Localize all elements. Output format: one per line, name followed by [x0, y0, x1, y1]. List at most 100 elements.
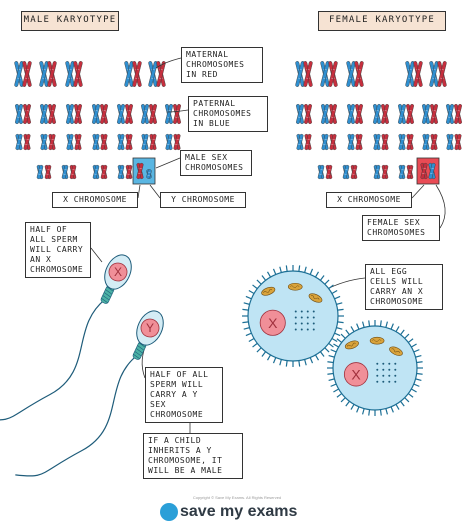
egg-cell-1: X [242, 265, 344, 367]
female-pair-r3-5-paternal [398, 133, 406, 151]
brand-logo-icon [160, 503, 178, 521]
female-pair-r2-3-maternal [355, 104, 363, 124]
male-sex-connector [155, 157, 181, 169]
male-y-chromosome-label: Y CHROMOSOME [160, 192, 246, 208]
sperm-y-callout: HALF OF ALL SPERM WILL CARRY A Y SEX CHR… [145, 367, 223, 423]
male-pair-r4-4-paternal [117, 164, 125, 180]
egg-cell-2-mitochondrion-2 [369, 336, 385, 345]
male-pair-r3-2-maternal [48, 133, 56, 151]
female-pair-r2-2-maternal [329, 104, 337, 124]
egg-cell-1-mitochondrion-1 [261, 286, 276, 296]
male-pair-r3-3-paternal [66, 133, 74, 151]
male-pair-r3-6-maternal [149, 133, 157, 151]
female-pair-r2-4-paternal [373, 104, 381, 124]
egg-cell-1-nucleus [259, 309, 286, 336]
male-pair-r2-2-maternal [48, 104, 56, 124]
female-pair-r2-6-maternal [430, 104, 438, 124]
sperm-x-callout: HALF OF ALL SPERM WILL CARRY AN X CHROMO… [25, 222, 91, 278]
male-pair-r1-2-maternal [47, 61, 57, 87]
male-pair-r1-2-paternal [39, 61, 49, 87]
brand-name: save my exams [180, 503, 298, 520]
male-pair-r2-6-paternal [141, 104, 149, 124]
female-pair-r3-1-paternal [296, 133, 304, 151]
male-pair-r2-5-paternal [117, 104, 125, 124]
female-pair-r1-1-paternal [295, 61, 305, 87]
female-pair-r3-1-maternal [304, 133, 312, 151]
female-pair-r1-5-maternal [437, 61, 447, 87]
female-pair-r4-1-maternal [325, 164, 333, 180]
male-pair-r3-6-paternal [141, 133, 149, 151]
male-pair-r2-1-maternal [23, 104, 31, 124]
female-pair-r2-2-paternal [321, 104, 329, 124]
female-x-chromosome-paternal [428, 162, 436, 180]
chromosome-layer [14, 61, 462, 185]
egg-x-callout: ALL EGG CELLS WILL CARRY AN X CHROMOSOME [365, 264, 443, 310]
male-y-connector [149, 184, 161, 199]
female-pair-r1-3-paternal [346, 61, 356, 87]
female-pair-r4-4-maternal [406, 164, 414, 180]
male-pair-r4-1-paternal [36, 164, 44, 180]
egg-cell-1-mitochondrion-2 [287, 282, 303, 291]
female-sex-connector [435, 184, 446, 229]
male-x-chromosome [136, 162, 144, 180]
female-pair-r1-2-maternal [328, 61, 338, 87]
male-pair-r1-5-paternal [148, 61, 158, 87]
sperm-x-nucleus [108, 262, 128, 282]
female-pair-r2-7-maternal [454, 104, 462, 124]
sperm-y: Y [15, 310, 164, 477]
male-pair-r3-1-paternal [15, 133, 23, 151]
female-pair-r3-4-paternal [373, 133, 381, 151]
male-pair-r3-7-paternal [165, 133, 173, 151]
female-pair-r4-2-maternal [350, 164, 358, 180]
male-pair-r2-2-paternal [40, 104, 48, 124]
male-sex-chromosomes-label: MALE SEX CHROMOSOMES [180, 150, 252, 176]
female-pair-r4-1-paternal [317, 164, 325, 180]
sperm-y-letter: Y [146, 321, 154, 335]
female-pair-r2-7-paternal [446, 104, 454, 124]
maternal-chromosomes-label: MATERNAL CHROMOSOMES IN RED [181, 47, 263, 83]
sperm-x-connector [90, 247, 103, 263]
male-pair-r2-3-paternal [66, 104, 74, 124]
female-pair-r3-2-maternal [329, 133, 337, 151]
egg-callout-connector [324, 277, 366, 291]
female-pair-r1-1-maternal [303, 61, 313, 87]
female-pair-r2-1-maternal [304, 104, 312, 124]
male-pair-r3-1-maternal [23, 133, 31, 151]
male-karyotype-title: MALE KARYOTYPE [21, 11, 119, 31]
male-sex-chromosome-box [132, 157, 156, 185]
paternal-connector [167, 109, 189, 113]
female-x-chromosome-maternal [420, 162, 428, 180]
male-pair-r4-3-paternal [92, 164, 100, 180]
female-pair-r2-5-paternal [398, 104, 406, 124]
male-pair-r4-2-paternal [61, 164, 69, 180]
female-pair-r4-3-maternal [381, 164, 389, 180]
female-x-connector [411, 184, 425, 199]
sperm-x-letter: X [114, 265, 122, 279]
female-pair-r2-3-paternal [347, 104, 355, 124]
female-sex-chromosomes-label: FEMALE SEX CHROMOSOMES [362, 215, 440, 241]
male-pair-r3-3-maternal [74, 133, 82, 151]
male-pair-r4-1-maternal [44, 164, 52, 180]
male-pair-r2-4-paternal [92, 104, 100, 124]
egg-cell-2-mitochondrion-3 [389, 346, 403, 356]
female-pair-r2-4-maternal [381, 104, 389, 124]
male-pair-r2-6-maternal [149, 104, 157, 124]
male-pair-r4-3-maternal [100, 164, 108, 180]
female-pair-r1-3-maternal [354, 61, 364, 87]
female-pair-r3-6-maternal [430, 133, 438, 151]
male-pair-r2-4-maternal [100, 104, 108, 124]
egg-cell-2-nucleus [343, 362, 369, 387]
male-pair-r2-3-maternal [74, 104, 82, 124]
male-x-chromosome-label: X CHROMOSOME [52, 192, 138, 208]
female-pair-r4-2-paternal [342, 164, 350, 180]
copyright-notice: Copyright © Save My Exams. All Rights Re… [192, 495, 282, 500]
male-pair-r4-2-maternal [69, 164, 77, 180]
female-karyotype-title: FEMALE KARYOTYPE [318, 11, 446, 31]
egg-cell-1-letter: X [268, 315, 278, 331]
female-pair-r4-3-paternal [373, 164, 381, 180]
male-pair-r3-4-maternal [100, 133, 108, 151]
female-pair-r3-6-paternal [422, 133, 430, 151]
